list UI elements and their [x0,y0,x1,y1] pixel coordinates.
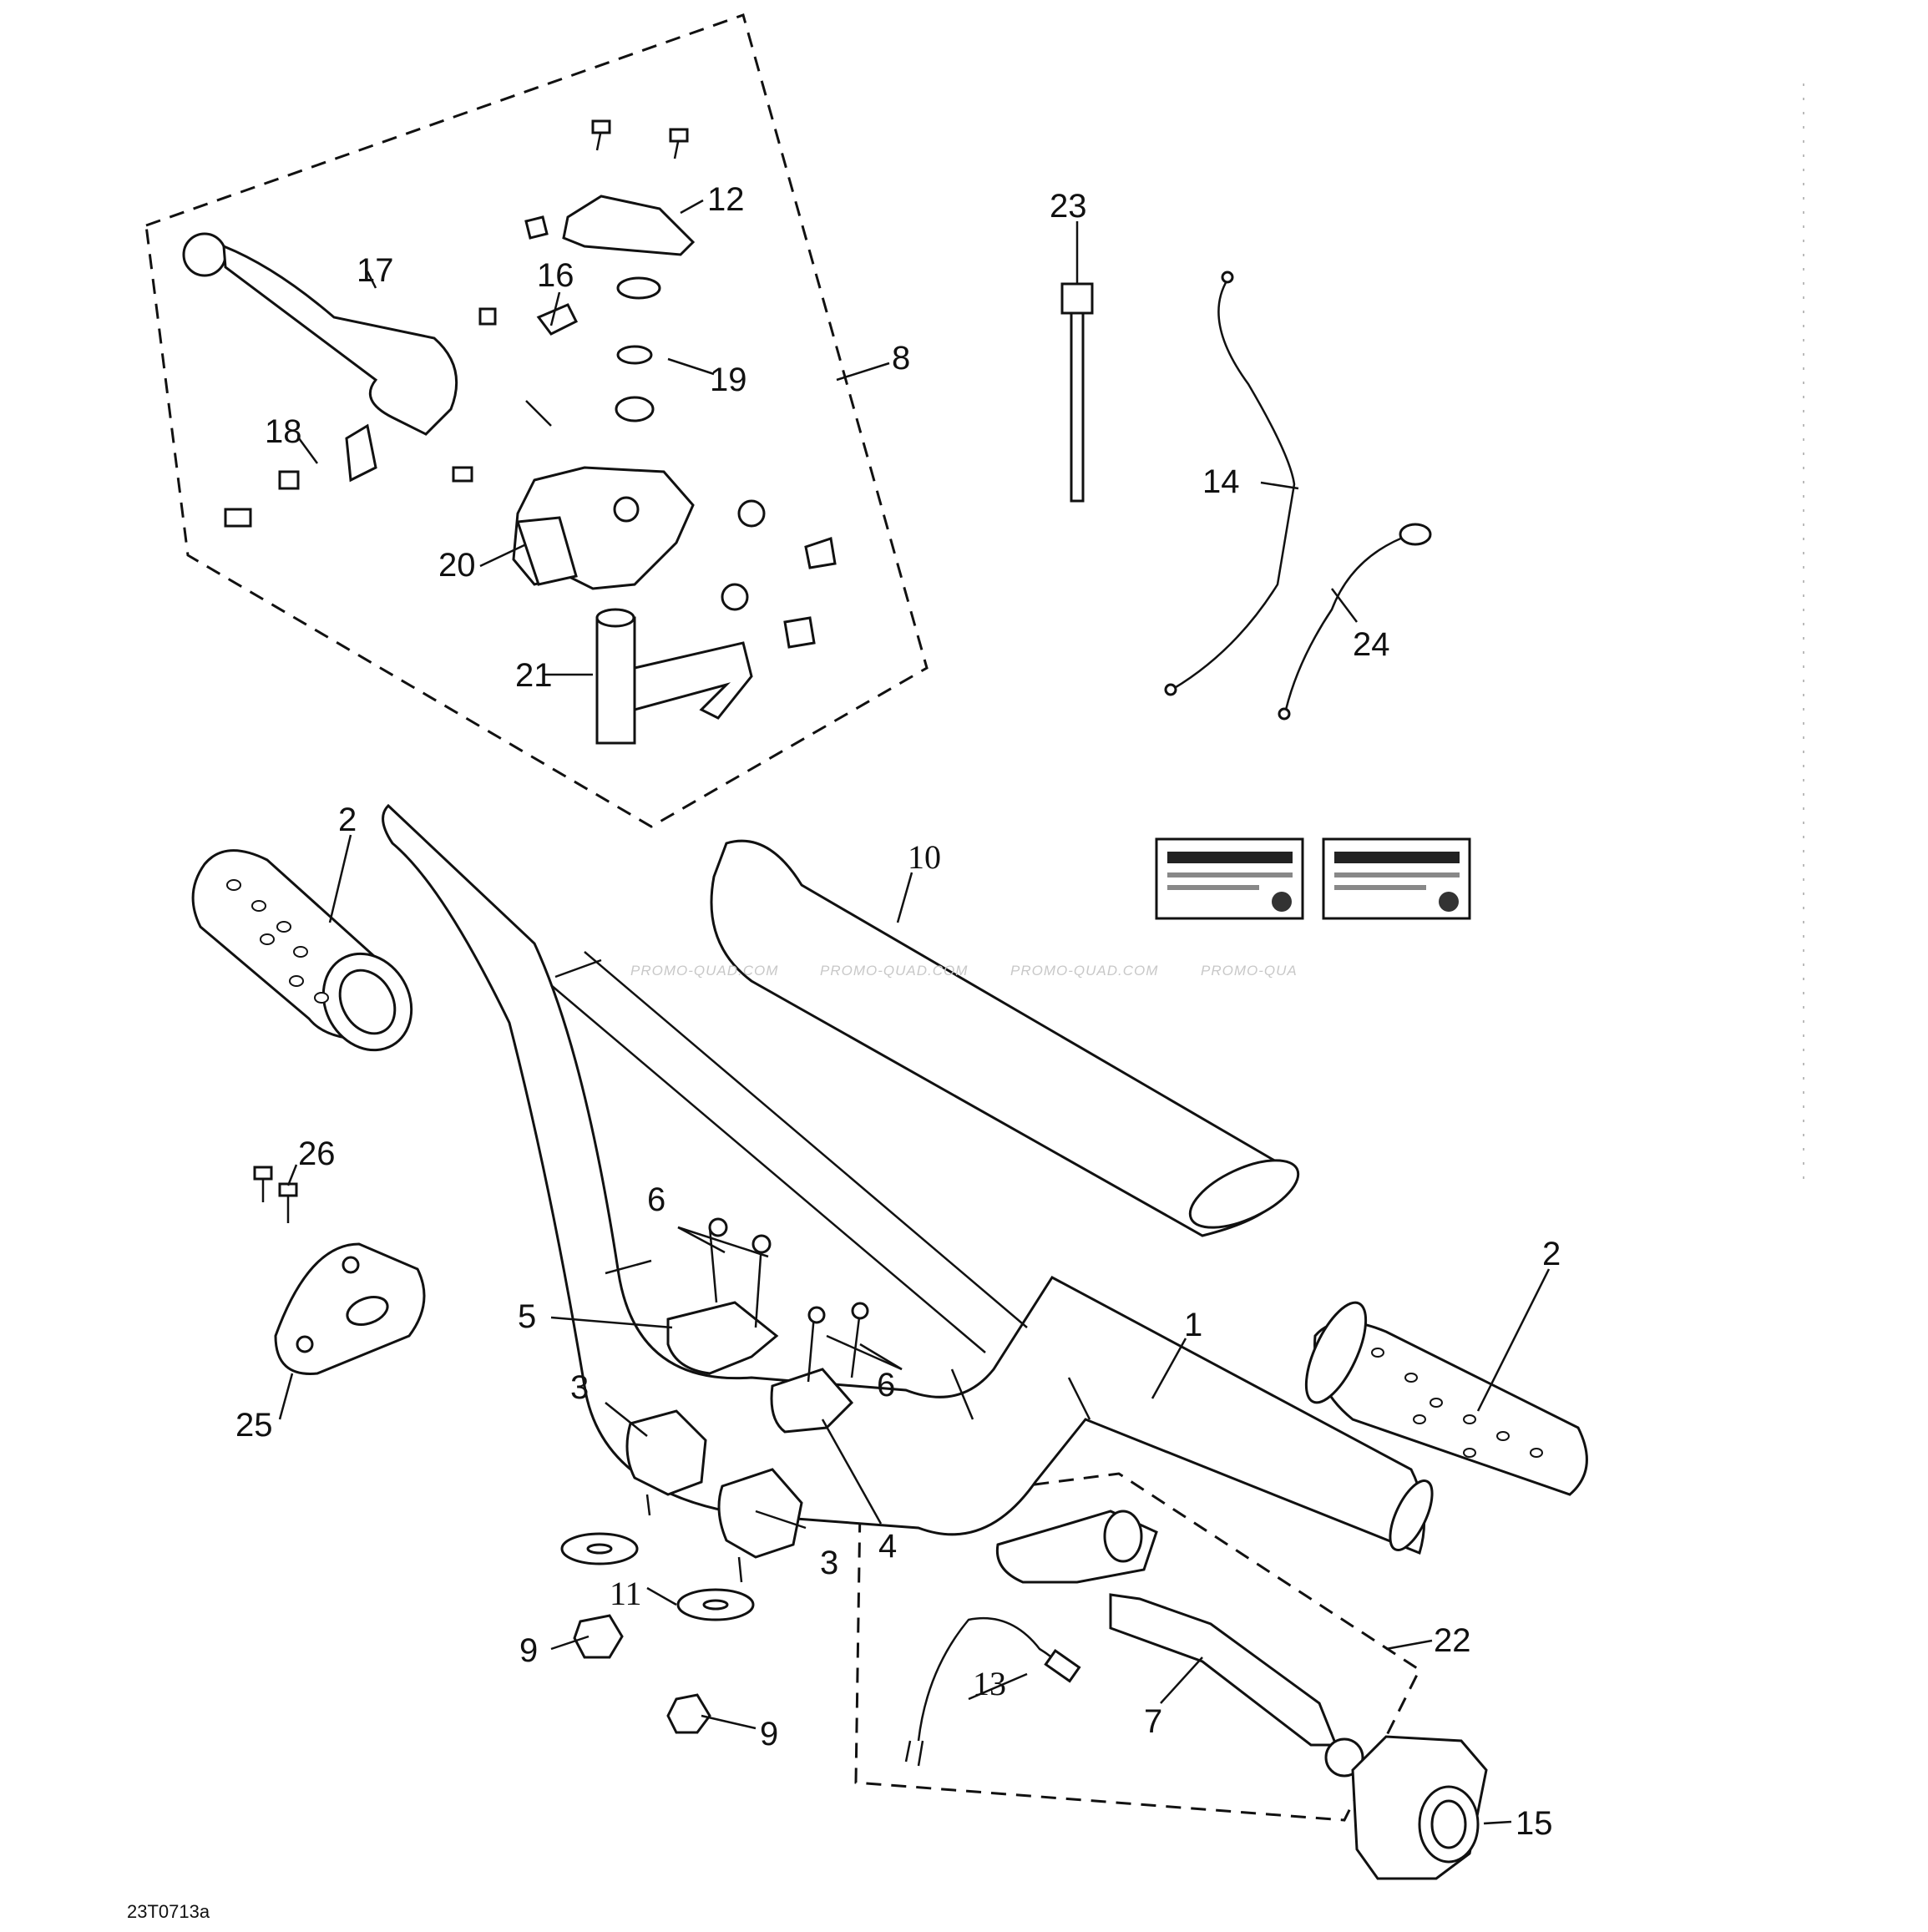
callout-8: 8 [892,340,910,377]
callout-16: 16 [537,257,574,294]
throttle-cable [1164,271,1296,696]
brake-lever [182,232,458,436]
callout-10: 10 [908,838,941,876]
callout-17: 17 [357,252,394,289]
watermark-text: PROMO-QUAD.COM [1010,963,1158,979]
nut [573,1614,624,1659]
callout-23: 23 [1050,188,1087,225]
callout-26: 26 [298,1135,336,1172]
callout-2-right: 2 [1542,1236,1561,1272]
callout-6-right: 6 [877,1367,895,1403]
callout-20: 20 [438,547,476,584]
callout-15: 15 [1516,1805,1553,1842]
clutch-switch [904,1616,1081,1767]
callout-4: 4 [878,1528,897,1565]
lower-clamp-left [625,1409,707,1516]
callout-14: 14 [1202,463,1240,500]
warning-label-right [1322,837,1471,920]
callout-12: 12 [707,181,745,218]
callout-19: 19 [710,362,747,398]
callout-25: 25 [235,1407,273,1444]
diagram-reference: 23T0713a [127,1901,210,1922]
callout-6-left: 6 [647,1181,665,1218]
clutch-lever [1109,1593,1364,1778]
callout-1: 1 [1184,1307,1202,1343]
mounting-plate [274,1242,426,1375]
handlebar-pad [710,839,1300,1237]
upper-clamp-left [666,1217,779,1375]
cable-tie [1060,282,1094,503]
leader-lines [278,199,1551,1825]
switch-wire [1278,523,1432,721]
right-grip [1304,1301,1588,1496]
watermark-text: PROMO-QUAD.COM [820,963,968,979]
clutch-lever-bracket [995,1510,1158,1584]
callout-13: 13 [973,1665,1006,1702]
callout-5: 5 [518,1298,536,1335]
warning-label-left [1155,837,1304,920]
watermark-text: PROMO-QUA [1201,963,1298,979]
master-cylinder-cover [562,119,696,256]
callout-22: 22 [1434,1622,1471,1659]
throttle-housing [595,608,753,745]
callout-9-upper: 9 [519,1632,538,1669]
callout-labels: 1 2 2 3 3 4 5 6 6 7 8 9 9 10 11 12 13 14… [235,181,1561,1842]
callout-7: 7 [1144,1703,1162,1740]
nut [666,1693,711,1734]
handlebar [382,803,1434,1555]
master-cylinder-body [512,466,695,590]
watermark: PROMO-QUAD.COM PROMO-QUAD.COM PROMO-QUAD… [630,963,1298,979]
callout-3-left: 3 [570,1369,589,1406]
callout-24: 24 [1353,626,1390,663]
small-parts [224,215,837,649]
callout-21: 21 [515,657,553,694]
callout-2-left: 2 [338,802,357,838]
callout-18: 18 [265,413,302,450]
upper-clamp-right [770,1302,869,1434]
bar-end-weight [1351,1735,1488,1880]
callout-11: 11 [610,1575,642,1612]
watermark-text: PROMO-QUAD.COM [630,963,778,979]
callout-9-lower: 9 [760,1716,778,1752]
master-cylinder-assembly-boundary [144,13,929,828]
bolts-26 [253,1166,298,1223]
callout-3-right: 3 [820,1545,838,1581]
left-grip [191,849,413,1052]
